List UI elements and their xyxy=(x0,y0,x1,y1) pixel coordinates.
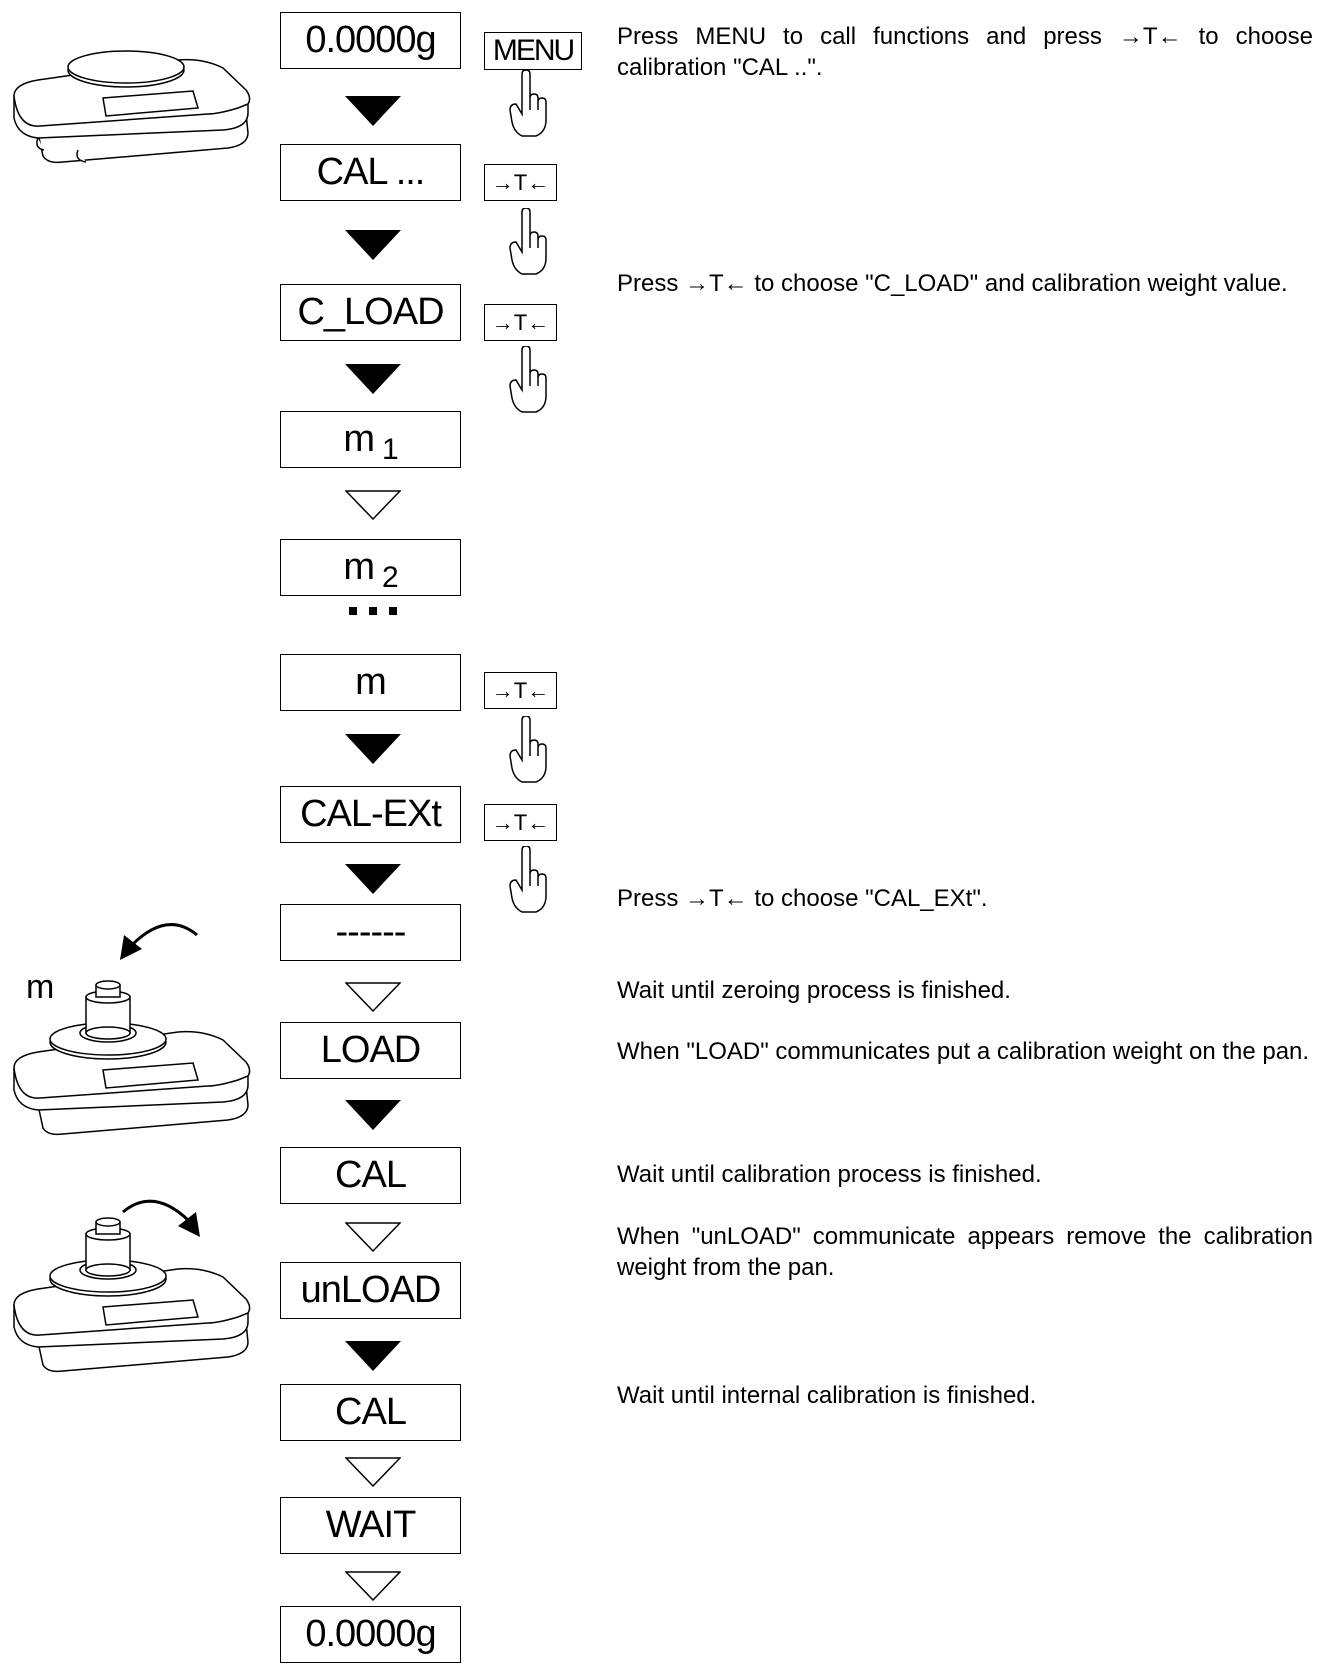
description-step-7: When "unLOAD" communicate appears remove… xyxy=(617,1223,1313,1281)
scale-with-weight-unloaded xyxy=(13,1217,251,1373)
description-step-4: Wait until zeroing process is finished. xyxy=(617,977,1011,1004)
unload-arrow-icon xyxy=(122,1199,200,1237)
description-step-8: Wait until internal calibration is finis… xyxy=(617,1382,1037,1409)
tare-key-button[interactable]: →T← xyxy=(484,804,557,841)
arrow-outline-icon xyxy=(345,982,401,1012)
description-step-3: Press →T← to choose "CAL_EXt". xyxy=(617,885,988,912)
display-m: m xyxy=(280,654,461,711)
subscript-2: 2 xyxy=(381,560,399,594)
arrow-filled-icon xyxy=(345,1341,401,1371)
arrow-outline-icon xyxy=(345,1222,401,1252)
display-unload: unLOAD xyxy=(280,1262,461,1319)
subscript-1: 1 xyxy=(381,432,399,466)
description-step-1: Press MENU to call functions and press →… xyxy=(617,23,1313,81)
display-cal-ext: CAL-EXt xyxy=(280,786,461,843)
tare-key-button[interactable]: →T← xyxy=(484,164,557,201)
weight-label: m xyxy=(26,968,55,1006)
display-wait: WAIT xyxy=(280,1497,461,1554)
menu-key-button[interactable]: MENU xyxy=(484,32,582,70)
arrow-filled-icon xyxy=(345,96,401,126)
description-step-5: When "LOAD" communicates put a calibrati… xyxy=(617,1038,1310,1065)
description-step-2: Press →T← to choose "C_LOAD" and calibra… xyxy=(617,270,1288,297)
description-step-6: Wait until calibration process is finish… xyxy=(617,1161,1042,1188)
display-cal-menu: CAL ... xyxy=(280,144,461,201)
display-cal-1: CAL xyxy=(280,1147,461,1204)
display-c-load: C_LOAD xyxy=(280,284,461,341)
pointing-hand-icon xyxy=(509,70,547,137)
arrow-filled-icon xyxy=(345,1100,401,1130)
pointing-hand-icon xyxy=(509,208,547,275)
scale-illustration-top xyxy=(13,50,251,164)
pointing-hand-icon xyxy=(509,846,547,913)
arrow-filled-icon xyxy=(345,364,401,394)
pointing-hand-icon xyxy=(509,346,547,413)
arrow-filled-icon xyxy=(345,230,401,260)
display-initial-zero: 0.0000g xyxy=(280,12,461,69)
arrow-outline-icon xyxy=(345,490,401,520)
scale-with-weight-loaded xyxy=(13,980,251,1136)
load-arrow-icon xyxy=(120,923,198,960)
arrow-outline-icon xyxy=(345,1457,401,1487)
ellipsis-dots xyxy=(349,607,397,615)
display-dashes: ------ xyxy=(280,904,461,961)
pointing-hand-icon xyxy=(509,716,547,783)
arrow-outline-icon xyxy=(345,1571,401,1601)
display-final-zero: 0.0000g xyxy=(280,1606,461,1663)
display-cal-2: CAL xyxy=(280,1384,461,1441)
arrow-filled-icon xyxy=(345,734,401,764)
arrow-filled-icon xyxy=(345,864,401,894)
display-load: LOAD xyxy=(280,1022,461,1079)
tare-key-button[interactable]: →T← xyxy=(484,304,557,341)
tare-key-button[interactable]: →T← xyxy=(484,672,557,709)
